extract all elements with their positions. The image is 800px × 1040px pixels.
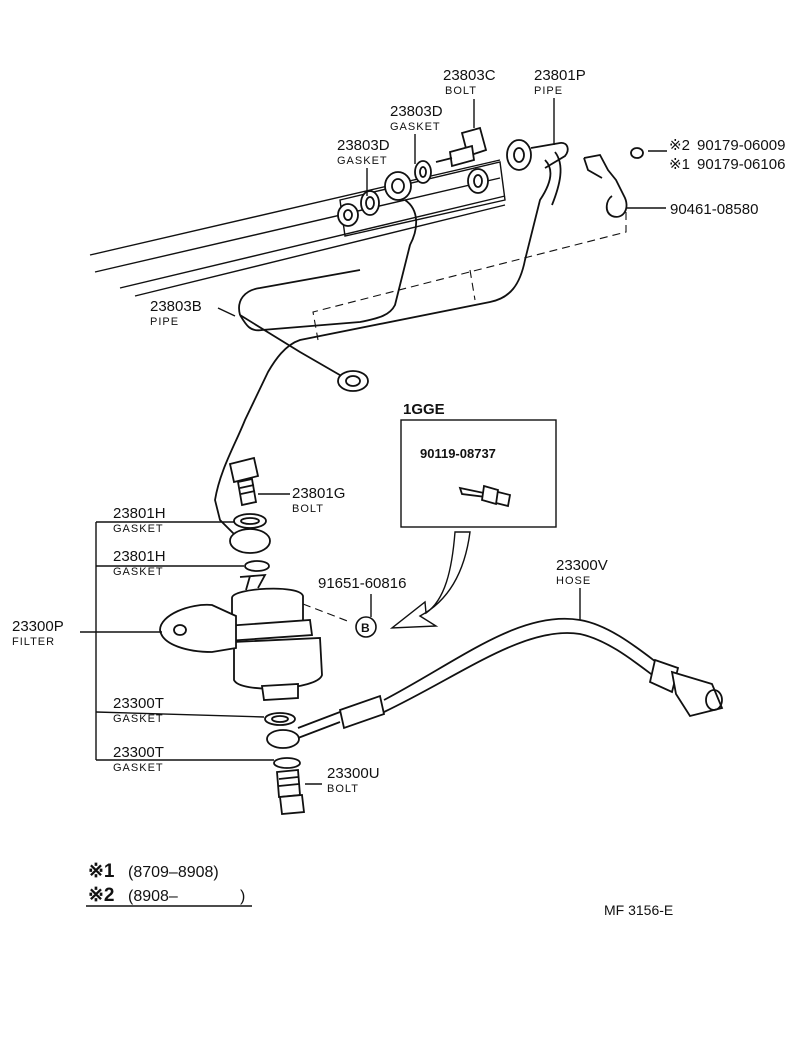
label-90179-06106: 90179-06106 [697,156,785,173]
label-23801P: 23801P [534,67,586,84]
hose-23300V [266,617,724,749]
legend-range-1: (8709–8908) [128,864,219,881]
label-23803D-lower-gasket: GASKET [337,155,388,167]
bolt-23803C [435,126,488,168]
inset-title: 1GGE [403,401,445,418]
label-90461-08580: 90461-08580 [670,201,758,218]
label-91651-60816: 91651-60816 [318,575,406,592]
label-23803D-upper: 23803D [390,103,443,120]
label-23300T-lower: 23300T [113,744,164,761]
label-23801G-bolt: BOLT [292,503,324,515]
rail-fittings [337,160,489,227]
label-23300T-upper: 23300T [113,695,164,712]
label-90179-06009: 90179-06009 [697,137,785,154]
label-23300V-hose: HOSE [556,575,591,587]
label-23300U: 23300U [327,765,380,782]
legend-range-2-close: ) [240,888,245,905]
label-23300P: 23300P [12,618,64,635]
fuel-delivery-rail [89,159,506,297]
marker-B-circle [355,616,377,638]
inset-1GGE [400,419,557,528]
label-mark-1: ※1 [669,156,690,173]
gasket-23801H-upper [229,513,271,572]
label-mark-2: ※2 [669,137,690,154]
label-23803C: 23803C [443,67,496,84]
label-23801G: 23801G [292,485,345,502]
bracket-90461-08580 [312,147,644,341]
label-23300T-upper-gasket: GASKET [113,713,164,725]
label-23300T-lower-gasket: GASKET [113,762,164,774]
fuel-filter-23300P [159,573,351,701]
bolt-23801G [228,456,260,507]
label-23801H-lower-gasket: GASKET [113,566,164,578]
gasket-23300T-upper [264,712,296,726]
marker-B-letter: B [361,621,370,635]
inset-arrow [389,531,471,629]
bolt-23300U [276,769,306,815]
label-23801H-upper-gasket: GASKET [113,523,164,535]
legend-mark-2: ※2 [88,885,115,906]
inset-part-90119-08737: 90119-08737 [420,446,496,461]
leader-lines [80,98,667,785]
label-23300V: 23300V [556,557,608,574]
label-23803C-bolt: BOLT [445,85,477,97]
legend-mark-1: ※1 [88,861,115,882]
legend-range-2: (8908– [128,888,178,905]
pipe-23803B [238,199,418,392]
label-23803B: 23803B [150,298,202,315]
gasket-23300T-lower [273,757,301,769]
diagram-code: MF 3156-E [604,902,673,918]
label-23803D-lower: 23803D [337,137,390,154]
label-23300U-bolt: BOLT [327,783,359,795]
pipe-23801P [214,139,569,536]
label-23801H-upper: 23801H [113,505,166,522]
label-23300P-filter: FILTER [12,636,55,648]
label-23801H-lower: 23801H [113,548,166,565]
label-23803D-upper-gasket: GASKET [390,121,441,133]
label-23803B-pipe: PIPE [150,316,179,328]
label-23801P-pipe: PIPE [534,85,563,97]
